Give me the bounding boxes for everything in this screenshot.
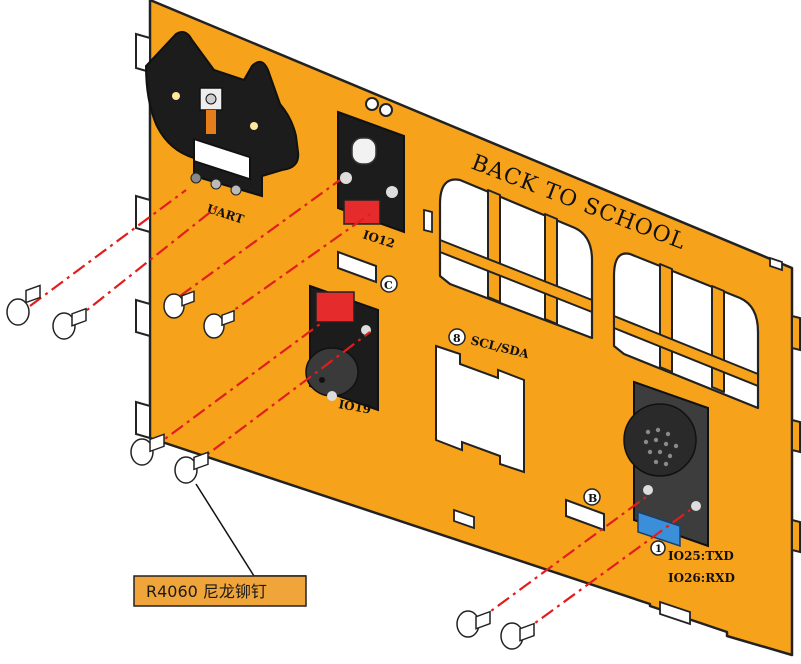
rivet	[52, 307, 87, 340]
panel-cutouts	[337, 97, 605, 532]
rivet	[456, 610, 491, 638]
b-slot	[565, 498, 605, 532]
rivet	[500, 622, 535, 650]
rivet	[6, 284, 41, 326]
panel-right-tabs	[791, 314, 801, 554]
io19-module: IO19	[305, 284, 379, 417]
school-windows	[438, 178, 760, 410]
b-mark-circle	[583, 488, 601, 506]
speaker-holes	[643, 427, 679, 467]
io19-label: IO19	[337, 397, 372, 416]
one-mark-circle	[650, 540, 666, 556]
top-hole-1	[365, 97, 379, 111]
io26-label: IO26:RXD	[668, 571, 735, 585]
c-mark-circle	[380, 275, 398, 293]
alignment-lines	[29, 179, 691, 635]
rivet	[130, 433, 165, 466]
eight-mark: 8	[453, 332, 461, 345]
speaker-grille	[623, 403, 697, 477]
window-left-frame	[439, 189, 593, 325]
uart-connector	[193, 137, 251, 181]
window-right-frame	[613, 263, 759, 393]
eight-mark-circle	[448, 328, 466, 346]
speaker-connector	[637, 510, 681, 548]
buzzer	[305, 347, 359, 397]
panel-body	[148, 0, 794, 657]
c-slot	[337, 250, 377, 284]
panel-bottom-slots	[453, 508, 691, 626]
rivet	[163, 290, 195, 319]
uart-led-1	[172, 92, 180, 100]
uart-board	[144, 31, 300, 198]
rivet	[203, 309, 235, 339]
callout-text: R4060 尼龙铆钉	[146, 582, 267, 601]
b-mark: B	[588, 492, 597, 505]
rivets	[6, 284, 535, 650]
callout-leader	[195, 483, 255, 577]
top-hole-2	[379, 103, 393, 117]
rivet-callout: R4060 尼龙铆钉	[133, 483, 307, 607]
panel-left-tabs	[135, 32, 151, 440]
uart-led-2	[250, 122, 258, 130]
callout-box	[133, 575, 307, 607]
rivet	[174, 451, 209, 484]
io12-button	[351, 137, 377, 165]
one-mark: 1	[655, 544, 662, 555]
speaker-module	[623, 380, 709, 548]
c-mark: C	[384, 279, 393, 292]
io19-connector	[315, 291, 355, 323]
uart-module: UART	[144, 31, 300, 227]
scl-sda-cutout	[435, 344, 525, 474]
io25-label: IO25:TXD	[668, 549, 734, 563]
